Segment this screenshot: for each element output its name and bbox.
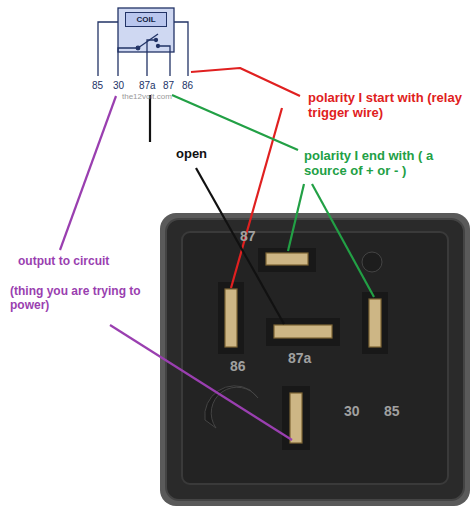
- coil-label: COIL: [136, 15, 155, 24]
- pin-number: 86: [182, 80, 193, 92]
- molded-pin-number: 86: [230, 358, 246, 374]
- purple-leader: [110, 325, 292, 440]
- open-note: open: [174, 146, 209, 163]
- molded-pin-number: 30: [344, 403, 360, 419]
- molded-pin-number: 87: [240, 228, 256, 244]
- red-leader: [231, 108, 282, 288]
- pin-number: 85: [92, 80, 103, 92]
- relay-base-photo: [160, 213, 470, 506]
- molded-pin-number: 87a: [288, 350, 311, 366]
- green-leader: [288, 184, 304, 251]
- pin-87: [266, 253, 308, 265]
- black-leader: [196, 168, 284, 324]
- pin-87a: [274, 325, 332, 338]
- pin-85: [369, 299, 381, 347]
- molded-pin-number: 85: [384, 403, 400, 419]
- pin-86: [225, 289, 237, 347]
- pin-30: [290, 393, 302, 443]
- trigger-note: polarity I start with (relay trigger wir…: [306, 90, 470, 122]
- source-note: polarity I end with ( a source of + or -…: [302, 148, 472, 180]
- pin-number: 30: [113, 80, 124, 92]
- red-leader: [191, 68, 300, 96]
- relay-schematic: [98, 8, 188, 76]
- green-leader: [312, 184, 374, 297]
- watermark: the12volt.com: [122, 92, 172, 101]
- purple-leader: [60, 96, 116, 250]
- green-leader: [172, 95, 298, 150]
- coil-box: COIL: [125, 12, 167, 27]
- pin-number: 87: [163, 80, 174, 92]
- output-note: output to circuit: [16, 254, 111, 270]
- output-note: (thing you are trying to power): [8, 284, 152, 314]
- black-leader: [149, 95, 151, 142]
- pin-number: 87a: [139, 80, 156, 92]
